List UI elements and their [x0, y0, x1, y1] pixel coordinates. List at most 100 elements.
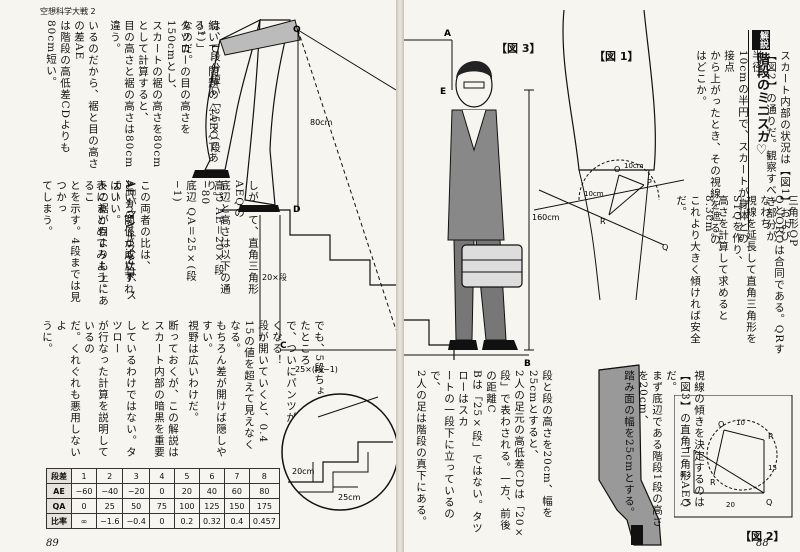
table-cell: 75 [148, 498, 175, 514]
fig1-label: Q [662, 243, 668, 252]
fig2-label: T [685, 446, 691, 455]
table-cell: 50 [122, 498, 150, 514]
text-column: AE÷QA＝0.4以下 [123, 180, 135, 283]
table-cell: 175 [248, 498, 280, 514]
table-cell: 150 [223, 498, 250, 514]
table-cell: 0 [148, 513, 175, 529]
fig2-label: 15 [768, 464, 777, 472]
man-briefcase-illustration: A E B 160cm [404, 29, 560, 369]
fig3-title: 【図 3】 [496, 42, 541, 55]
fig1-label: R [600, 217, 606, 226]
table-row-label: 比率 [46, 513, 72, 529]
table-row: QA 0 25 50 75 100 125 150 175 [46, 498, 280, 514]
text-column: という関係が成立すればいい。 表にまとめてみよう。 [95, 180, 135, 295]
section-heading-rule [748, 30, 749, 230]
text-column: 断っておくが、この解説は スカート内部の暗黒を重要と しているわけではない。タツ… [41, 320, 179, 458]
table-cell: 0 [148, 483, 175, 499]
table-header-cell: 7 [223, 468, 250, 484]
fig3-label-e: E [440, 87, 446, 97]
table-header-cell: 4 [148, 468, 175, 484]
fig1-label: 10cm [624, 162, 644, 170]
table-header-cell: 8 [248, 468, 280, 484]
text-column: よって【図2】において、直角三角形OP QとORQは合同である。QRすなわち 視… [675, 195, 799, 355]
table-cell: 0.457 [248, 513, 280, 529]
fig3-label-d: D [293, 205, 300, 215]
text-column: 続いて、問題の△AEQである。 タツローの目の高さを150cmとし、 スカートの… [109, 20, 219, 169]
fig3-label-c: C [280, 341, 287, 351]
fig1-label: P [647, 178, 652, 187]
fig1-label: O [614, 165, 620, 174]
fig2-label: Q [766, 498, 772, 507]
table-cell: 0 [71, 498, 97, 514]
table-cell: 20 [173, 483, 200, 499]
fig3-25-dan: 25×(段−1) [295, 364, 338, 374]
fig2-label: P [768, 432, 773, 441]
table-cell: 60 [223, 483, 250, 499]
section-title: 階段のミニスカ♡ [754, 52, 769, 158]
text-column: この両者の比は、 [139, 180, 151, 272]
fig3-160cm: 160cm [532, 213, 560, 222]
table-cell: 100 [173, 498, 200, 514]
table-cell: 0.2 [173, 513, 200, 529]
fig1-label: 10cm [584, 190, 604, 198]
fig3-80cm: 80cm [310, 118, 333, 127]
table-cell: 0.32 [198, 513, 225, 529]
table-header-cell: 段差 [46, 468, 72, 484]
table-cell: 80 [248, 483, 280, 499]
text-column: AEがマイナスとは、スカー トの裾が目よりも上にあるこ とを示す。4段までは見つ… [41, 180, 137, 307]
table-cell: 40 [198, 483, 225, 499]
table-row: 比率 ∞ −1.6 −0.4 0 0.2 0.32 0.4 0.457 [46, 513, 280, 529]
table-header-row: 段差 1 2 3 4 5 6 7 8 [46, 468, 280, 484]
fig3-label-q: Q [293, 25, 301, 35]
fig3-label-a: A [444, 29, 451, 39]
text-column: いるのだから、裾と目の高さの差AE は階段の高低差CDよりも80cm短い。 [45, 20, 99, 170]
text-column: 高さ AE＝20×段−80 底辺 QA＝25×(段−1) [171, 180, 225, 282]
table-row-label: AE [46, 483, 72, 499]
step-ratio-table: 段差 1 2 3 4 5 6 7 8 AE −60 −40 −20 0 20 4… [46, 468, 280, 529]
fig2-label: R [710, 478, 716, 487]
fig2-label: O [718, 420, 724, 429]
boot-illustration [598, 364, 662, 546]
table-cell: −20 [122, 483, 150, 499]
running-head: 空想科学大戦 2 [40, 7, 96, 16]
skirt-geometry-figure-2: T O 10 P 15 8.3 R S Q 20 [674, 395, 793, 518]
book-gutter [396, 0, 404, 552]
text-column: は、1段分短い「25×(段−1)」 なのだ。 [181, 20, 221, 154]
stair-25cm: 25cm [338, 493, 361, 502]
table-cell: −60 [71, 483, 97, 499]
skirt-geometry-figure-1: O P Q R 10cm 10cm [534, 9, 684, 300]
text-column: 視線の傾きを決定するのは 【図3】の直角三角形AEQだ。 まず底辺である階段1段… [623, 370, 705, 528]
fig2-label: 20 [726, 501, 735, 509]
right-page: A E B 160cm 【図 3】 O P Q R 10cm 10cm 【図 1… [404, 0, 800, 552]
table-header-cell: 3 [122, 468, 150, 484]
table-cell: 0.4 [223, 513, 250, 529]
table-row-label: QA [46, 498, 72, 514]
table-header-cell: 6 [198, 468, 225, 484]
table-cell: 25 [95, 498, 124, 514]
fig2-label: S [686, 498, 691, 507]
table-cell: −0.4 [122, 513, 150, 529]
table-row: AE −60 −40 −20 0 20 40 60 80 [46, 483, 280, 499]
fig2-label: 10 [736, 419, 745, 427]
page-number-right: 88 [756, 538, 769, 549]
table-cell: −40 [95, 483, 124, 499]
stair-legs-illustration: Q D C 80cm 20×段 25×(段−1) [192, 18, 396, 374]
fig3-20-dan: 20×段 [262, 272, 287, 282]
table-header-cell: 5 [173, 468, 200, 484]
table-cell: 125 [198, 498, 225, 514]
fig2-label: 8.3 [680, 471, 691, 479]
fig3-label-b: B [524, 359, 531, 369]
table-cell: −1.6 [95, 513, 124, 529]
fig2-title: 【図 2】 [740, 530, 785, 543]
text-column: スカート内部の状況は【図1】および 【図2】の通りだ。観察すべき部分が半径 10… [695, 50, 791, 246]
table-header-cell: 2 [95, 468, 124, 484]
fig1-title: 【図 1】 [594, 50, 639, 63]
text-column: 段と段の高さを20cm、幅を25cmとすると、 2人の足元の高低差CDは「20×… [415, 370, 553, 540]
stair-20cm: 20cm [292, 467, 315, 476]
left-page: 空想科学大戦 2 は、1段分短い「25×(段−1)」 なのだ。 続いて、問題の△… [0, 0, 397, 552]
stair-detail-magnifier: 20cm 25cm [281, 393, 396, 511]
section-badge: 解説 [752, 30, 770, 50]
table-header-cell: 1 [71, 468, 97, 484]
page-number-left: 89 [46, 538, 59, 549]
